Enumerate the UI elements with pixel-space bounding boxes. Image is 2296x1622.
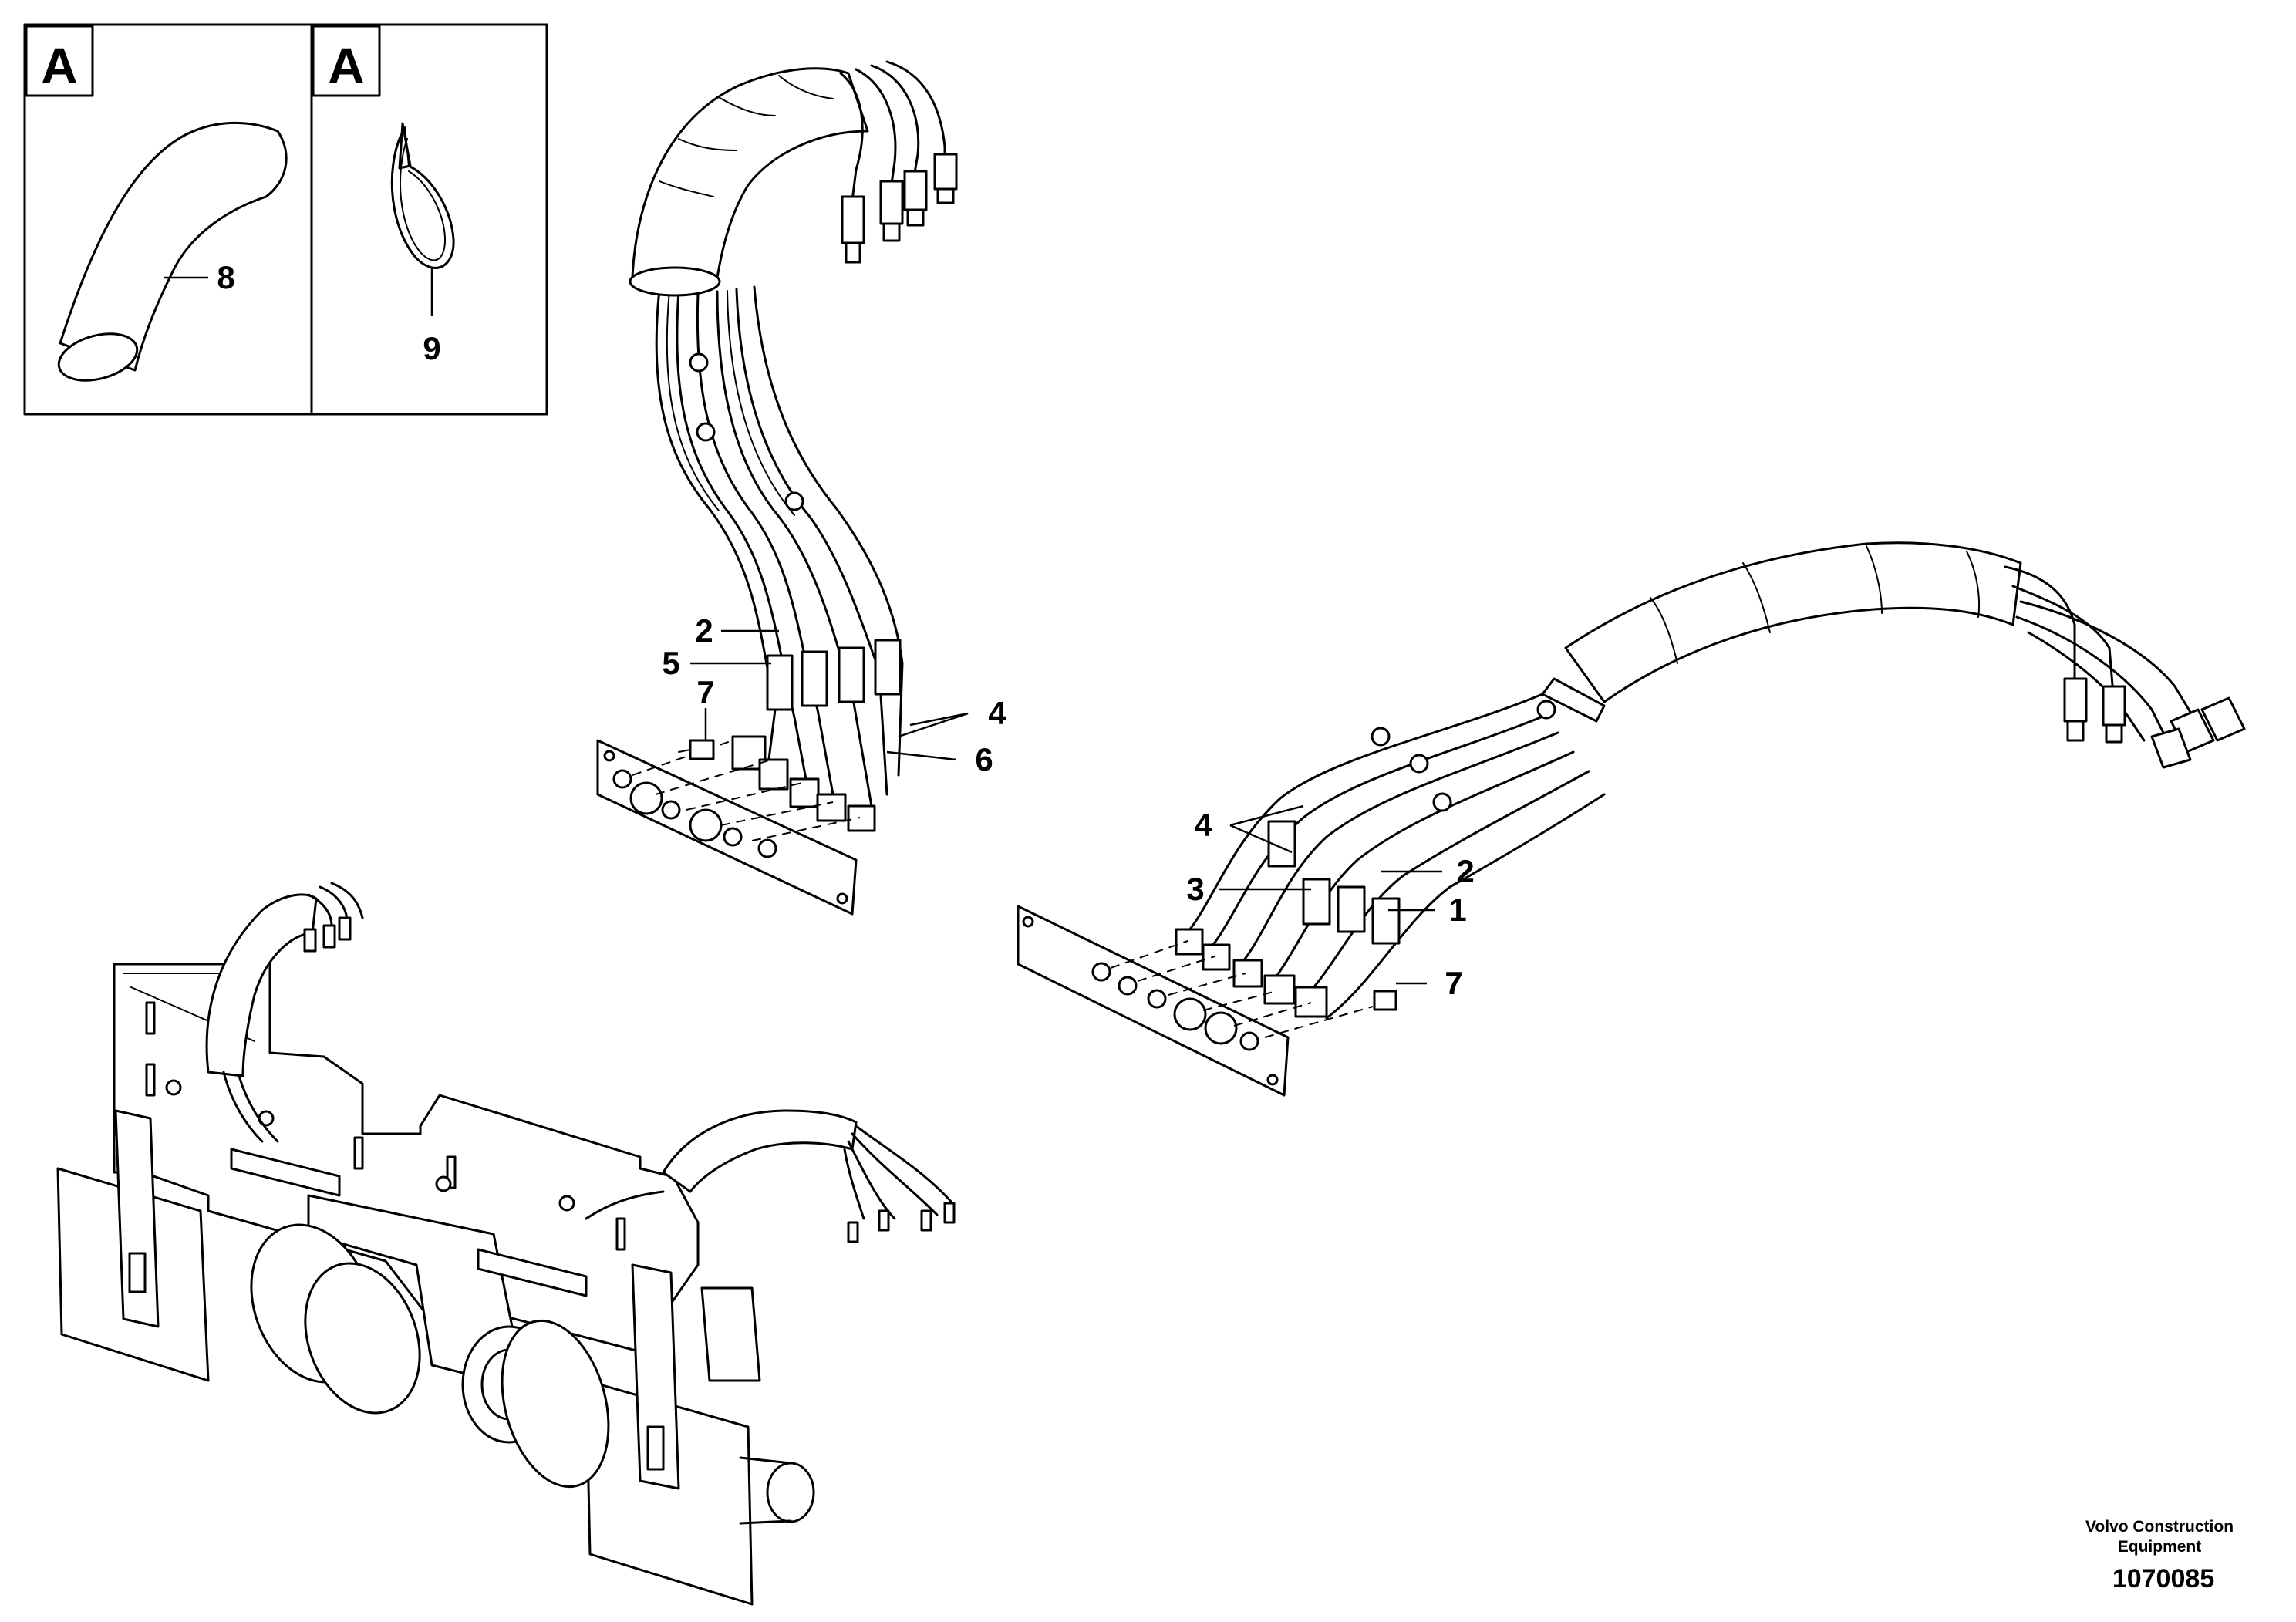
right-hose-ends (2004, 565, 2246, 769)
machine-overview (56, 882, 956, 1606)
brand-line-1: Volvo Construction (2085, 1518, 2234, 1536)
detail-box-cable-tie: A 9 (310, 23, 548, 416)
upper-hose-assembly (596, 60, 958, 916)
brand-line-2: Equipment (2118, 1538, 2202, 1556)
detail-box-letter: A (328, 37, 365, 94)
right-hose-assembly (1017, 541, 2246, 1097)
callout-4-upper: 4 (988, 695, 1006, 731)
callout-2-right: 2 (1456, 853, 1474, 889)
callout-1-right: 1 (1448, 892, 1466, 928)
right-mounting-plate (1017, 905, 1290, 1097)
upper-hose-ends (839, 60, 958, 264)
callout-8: 8 (217, 259, 234, 295)
upper-protective-sleeve (629, 67, 869, 297)
detail-box-hose-sleeve: A 8 (23, 23, 313, 416)
upper-hoses (655, 285, 904, 808)
document-number: 1070085 (2112, 1564, 2214, 1593)
callout-9: 9 (423, 330, 440, 366)
footer-block: Volvo Construction Equipment 1070085 (2085, 1518, 2234, 1593)
callout-4-right: 4 (1194, 807, 1212, 843)
callout-5-upper: 5 (662, 645, 679, 681)
cable-tie-part (390, 122, 455, 269)
right-hoses (1178, 693, 1606, 1020)
callout-6-upper: 6 (975, 741, 993, 777)
callout-2-upper: 2 (695, 612, 713, 649)
protective-sleeve-part (57, 121, 288, 382)
detail-box-letter: A (41, 37, 78, 94)
callout-3-right: 3 (1186, 871, 1204, 907)
callout-7-right: 7 (1445, 965, 1462, 1001)
right-protective-sleeve (1541, 541, 2022, 723)
upper-mounting-plate (596, 739, 858, 916)
callout-7-upper: 7 (696, 674, 714, 710)
